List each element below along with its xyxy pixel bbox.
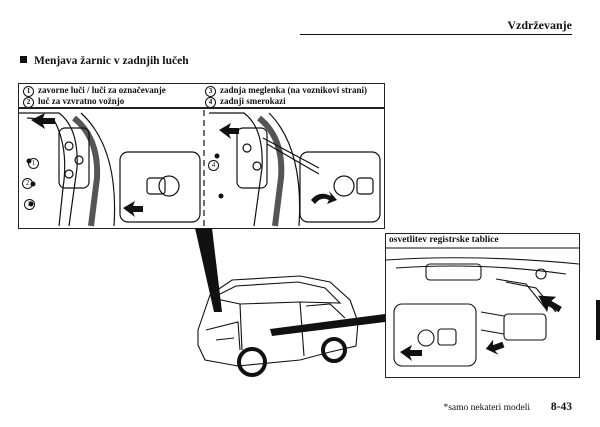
callout-2: 2 bbox=[22, 178, 33, 189]
plate-light-diagram bbox=[385, 233, 580, 378]
edge-tab-marker bbox=[596, 300, 600, 340]
callout-1: 1 bbox=[28, 158, 39, 169]
section-title: Menjava žarnic v zadnjih lučeh bbox=[34, 55, 189, 67]
callout-3: 3 bbox=[24, 199, 35, 210]
callout-4: 4 bbox=[208, 160, 219, 171]
tail-light-illustration bbox=[19, 110, 381, 227]
tail-light-diagram bbox=[18, 107, 385, 229]
section-heading: Menjava žarnic v zadnjih lučeh bbox=[20, 55, 189, 67]
page-number: 8-43 bbox=[550, 401, 572, 413]
bullet-square-icon bbox=[20, 56, 27, 63]
plate-light-title: osvetlitev registrske tablice bbox=[389, 235, 499, 245]
header-title: Vzdrževanje bbox=[507, 18, 572, 32]
header-rule bbox=[300, 34, 572, 35]
plate-light-illustration bbox=[386, 247, 579, 367]
footnote: *samo nekateri modeli bbox=[443, 403, 530, 413]
